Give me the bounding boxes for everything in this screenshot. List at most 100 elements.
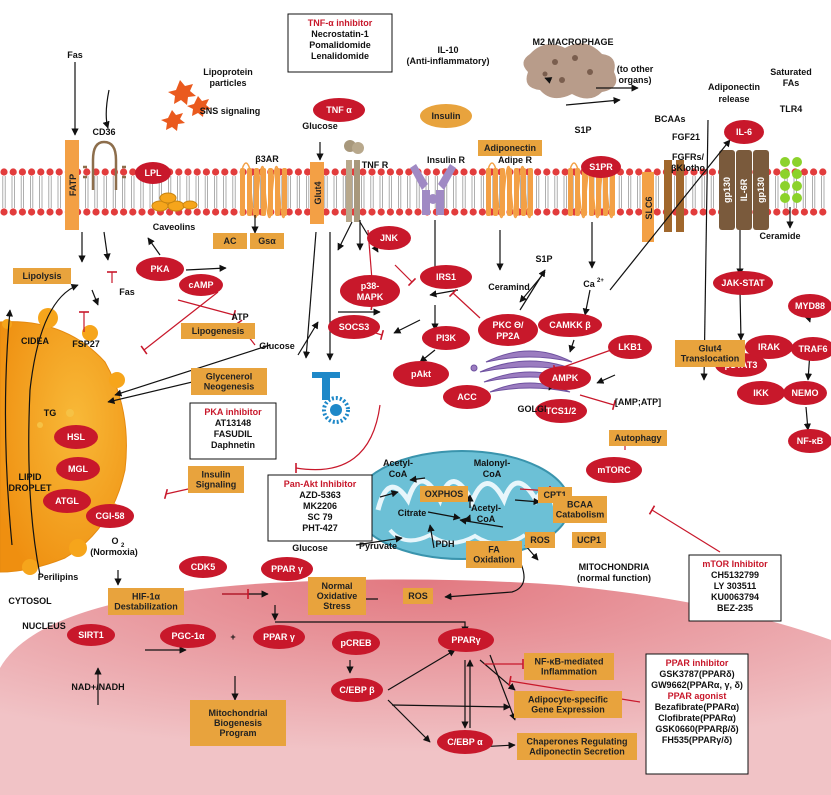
label-acetyl2-1: Acetyl- (471, 503, 501, 513)
label-glut4trans_2: Translocation (681, 354, 740, 364)
macrophage-icon (523, 43, 617, 99)
label-cebpa: C/EBP α (447, 737, 483, 747)
tlr4-cluster-icon (780, 157, 802, 203)
svg-text:Glut4: Glut4 (313, 181, 323, 204)
label-pka: PKA (150, 264, 170, 274)
label-irs1: IRS1 (436, 272, 456, 282)
label-pparg_nuc: PPAR γ (263, 632, 295, 642)
oval-myd88: MYD88 (788, 294, 831, 318)
label-atp: ATP (231, 312, 248, 322)
label-fas-mid: Fas (119, 287, 135, 297)
label-amp-atp: [AMP;ATP] (615, 397, 661, 407)
label-ca-sup: 2+ (597, 278, 604, 284)
label-traf6: TRAF6 (799, 344, 828, 354)
inhibitor-item: GW9662(PPARα, γ, δ) (651, 680, 743, 690)
box-gsa: Gsα (250, 233, 284, 249)
label-mito_bio_2: Biogenesis (214, 718, 262, 728)
label-cytosol: CYTOSOL (8, 596, 52, 606)
inhibitor-item: GSK3787(PPARδ) (659, 669, 734, 679)
oval-sirt1: SIRT1 (67, 624, 115, 646)
label-tcs: TCS1/2 (546, 406, 577, 416)
label-cidea: CIDEA (21, 336, 50, 346)
oval-lkb1: LKB1 (608, 335, 652, 359)
label-insig_1: Insulin (202, 470, 231, 480)
oval-pakt: pAkt (393, 361, 449, 387)
label-citrate: Citrate (398, 508, 427, 518)
vlabel-slc6: SLC6 (644, 196, 654, 219)
label-acetyl1-2: CoA (389, 469, 408, 479)
inhibitor-item: Lenalidomide (311, 51, 369, 61)
label-ampk: AMPK (552, 373, 579, 383)
label-ikk: IKK (753, 388, 769, 398)
label-myd88: MYD88 (795, 301, 825, 311)
label-fa_1: FA (488, 545, 500, 555)
label-ceramide: Ceramide (759, 231, 800, 241)
oval-pka: PKA (136, 257, 184, 281)
label-ppary: PPARγ (451, 635, 480, 645)
label-mito_bio_3: Program (219, 728, 256, 738)
label-cdk5: CDK5 (191, 562, 216, 572)
label-ros_mito: ROS (530, 535, 550, 545)
oval-il6: IL-6 (724, 120, 764, 144)
slc6-transporter (642, 172, 654, 242)
label-insulin-r: Insulin R (427, 155, 466, 165)
caveolins-icon (151, 192, 198, 212)
inhibitor-item: MK2206 (303, 501, 337, 511)
label-lipoprotein-1: Lipoprotein (203, 67, 253, 77)
inhibitor-title-pka: PKA inhibitor (204, 407, 262, 417)
label-irak: IRAK (758, 342, 780, 352)
box-ac: AC (213, 233, 247, 249)
label-autophagy: Autophagy (615, 433, 662, 443)
oval-camp: cAMP (179, 274, 223, 296)
label-tlr4: TLR4 (780, 104, 803, 114)
oval-socs3: SOCS3 (328, 315, 380, 339)
label-o2-1: O (111, 536, 118, 546)
label-pgc: PGC-1α (171, 631, 205, 641)
label-malonyl-2: CoA (483, 469, 502, 479)
label-cd36: CD36 (92, 127, 115, 137)
label-atgl: ATGL (55, 496, 79, 506)
oval-traf6: TRAF6 (791, 337, 831, 361)
oval-camkk: CAMKK β (538, 313, 602, 337)
label-nfkb_inf_2: Inflammation (541, 667, 597, 677)
label-bcaas: BCAAs (654, 114, 685, 124)
label-pparg_cyt: PPAR γ (271, 564, 303, 574)
oval-irak: IRAK (745, 335, 793, 359)
oval-jakstat: JAK-STAT (713, 271, 773, 295)
inhibitor-item: PHT-427 (302, 523, 338, 533)
plasma-membrane (0, 168, 827, 216)
label-s1p-top: S1P (574, 125, 591, 135)
label-bcaa_1: BCAA (567, 500, 593, 510)
label-mito-1: MITOCHONDRIA (579, 562, 650, 572)
label-il10-2: (Anti-inflammatory) (407, 56, 490, 66)
label-ac: AC (224, 236, 237, 246)
label-glucose-mid: Glucose (259, 341, 295, 351)
label-il6r: IL-6R (739, 178, 749, 201)
label-acc: ACC (457, 392, 477, 402)
label-o2-sub: 2 (121, 543, 125, 549)
inhibitor-item: FASUDIL (214, 429, 253, 439)
oval-irs1: IRS1 (420, 265, 472, 289)
inhibitor-item: AT13148 (215, 418, 251, 428)
inhibitor-item: Necrostatin-1 (311, 29, 369, 39)
cd36-receptor (83, 140, 126, 190)
insulin-receptor-icon (410, 164, 456, 215)
label-lipolysis: Lipolysis (22, 271, 61, 281)
label-s1p-mid: S1P (535, 254, 552, 264)
label-pakt: pAkt (411, 369, 431, 379)
label-pcreb: pCREB (341, 638, 372, 648)
inhibitor-box-tnf: TNF-α inhibitorNecrostatin-1Pomalidomide… (287, 13, 393, 73)
label-nucleus: NUCLEUS (22, 621, 66, 631)
glut4-channel-icon (312, 372, 350, 424)
label-pi3k: PI3K (436, 333, 457, 343)
oval-s1pr: S1PR (581, 156, 621, 178)
oval-hsl: HSL (54, 425, 98, 449)
tnf-receptor (344, 140, 364, 222)
label-cgi: CGI-58 (95, 511, 124, 521)
